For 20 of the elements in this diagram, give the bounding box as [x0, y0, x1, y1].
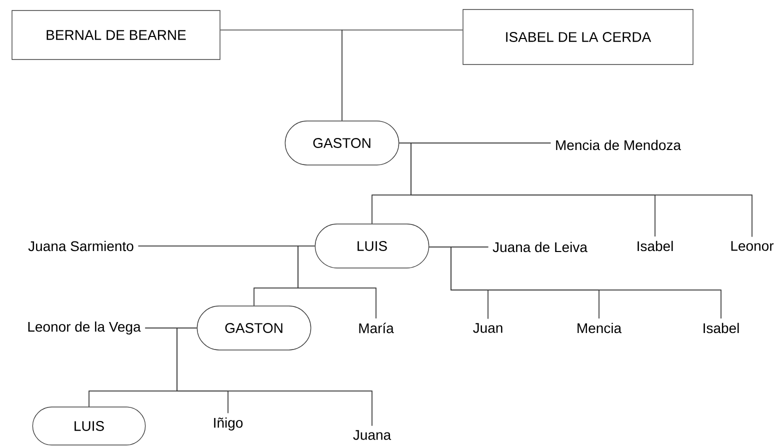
person-name: María — [359, 322, 394, 334]
person-name: Juana — [353, 430, 392, 440]
person-box: BERNAL DE BEARNE — [12, 10, 220, 60]
rounded-person-box: LUIS — [32, 406, 146, 446]
person-name: Leonor — [731, 241, 774, 251]
family-line — [138, 246, 376, 319]
person-name: Leonor de la Vega — [28, 321, 141, 335]
rounded-person-box: GASTON — [196, 306, 312, 350]
person-name: Juana de Leiva — [492, 242, 588, 252]
rounded-person-box: GASTON — [284, 120, 400, 166]
rounded-person-box: LUIS — [314, 224, 430, 268]
person-name: Mencia de Mendoza — [556, 140, 682, 150]
person-name: Iñigo — [214, 417, 243, 431]
person-name: Juan — [473, 323, 502, 333]
person-box: ISABEL DE LA CERDA — [462, 9, 694, 65]
person-name: Mencia — [578, 322, 622, 334]
person-name: Isabel — [638, 240, 673, 252]
family-line — [342, 30, 463, 121]
person-name: Isabel — [704, 322, 739, 334]
person-name: Juana Sarmiento — [28, 240, 134, 252]
